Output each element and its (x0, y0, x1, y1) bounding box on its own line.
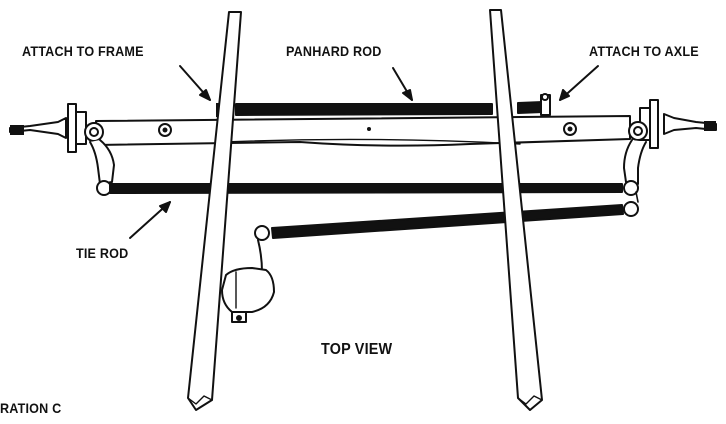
label-tie-rod: TIE ROD (76, 245, 129, 261)
label-panhard-rod: PANHARD ROD (286, 43, 382, 59)
label-illustration: RATION C (0, 400, 62, 416)
panhard-rod (216, 93, 551, 117)
label-attach-to-frame: ATTACH TO FRAME (22, 43, 144, 59)
drag-link (254, 204, 624, 273)
frame-rail-left (187, 11, 242, 411)
frame-rail-right (489, 9, 543, 411)
steering-gear (221, 267, 275, 323)
label-attach-to-axle: ATTACH TO AXLE (589, 43, 699, 59)
right-steering-arm (623, 121, 648, 217)
right-spindle (639, 99, 717, 149)
tie-rod (109, 183, 623, 194)
axle-beam (95, 115, 631, 147)
left-spindle (9, 103, 87, 153)
leader-arrows (129, 65, 599, 239)
left-steering-arm (84, 122, 115, 196)
label-top-view: TOP VIEW (321, 341, 393, 358)
